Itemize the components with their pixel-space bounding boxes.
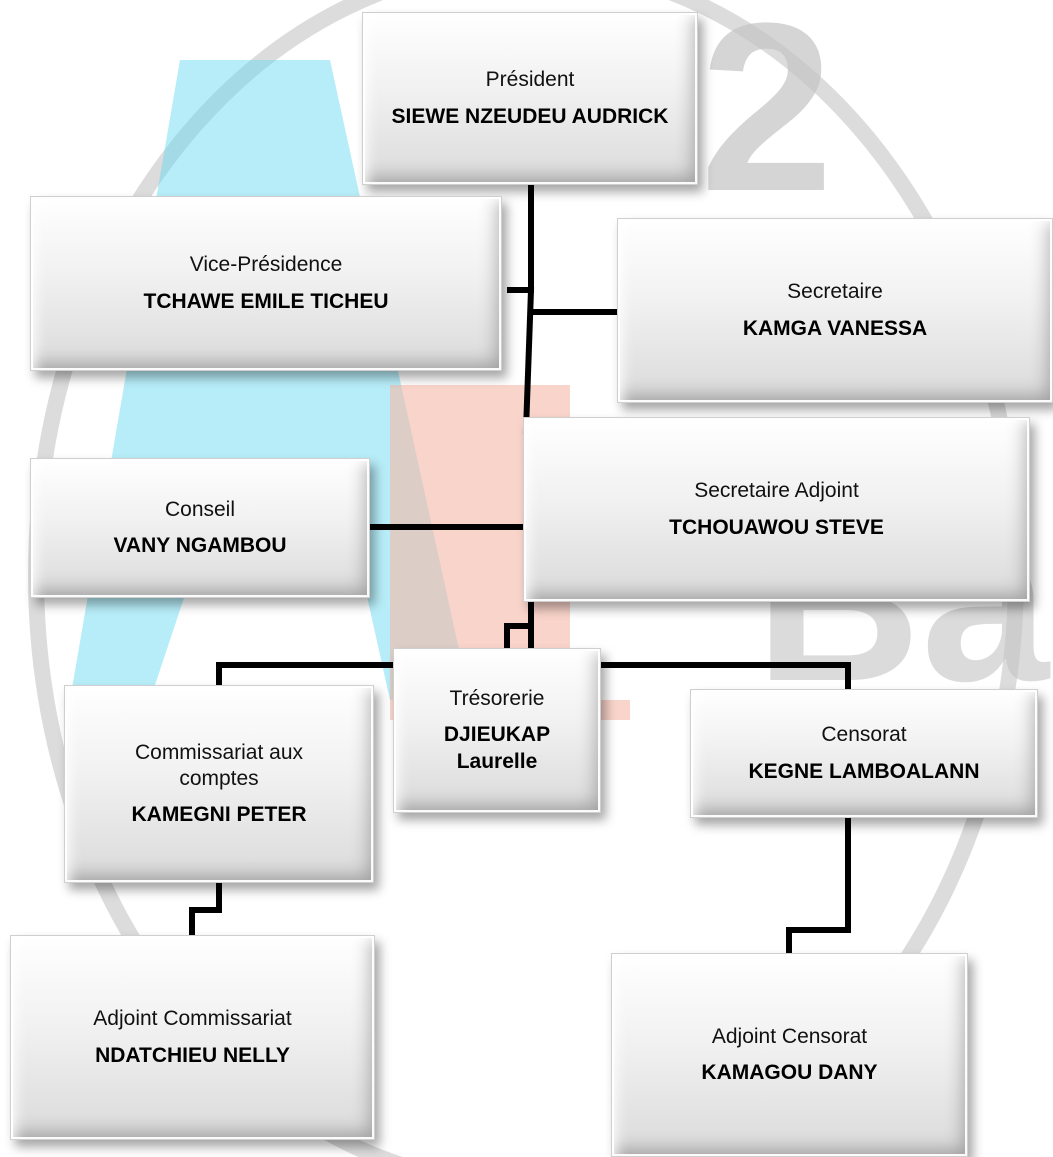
name-secretaire: KAMGA VANESSA (742, 316, 928, 340)
box-adjoint-commissariat: Adjoint Commissariat NDATCHIEU NELLY (10, 935, 375, 1140)
role-tresorerie: Trésorerie (449, 687, 545, 711)
name-tresorerie: DJIEUKAP Laurelle (443, 723, 551, 773)
name-conseil: VANY NGAMBOU (113, 534, 287, 557)
name-president: SIEWE NZEUDEU AUDRICK (391, 104, 669, 128)
connector-adj-comm (189, 880, 222, 938)
role-secretaire: Secretaire (787, 280, 883, 304)
box-vice-presidence: Vice-Présidence TCHAWE EMILE TICHEU (30, 196, 502, 371)
connector-adj-cens (786, 815, 851, 956)
name-commissariat: KAMEGNI PETER (131, 803, 307, 827)
name-vice-presidence: TCHAWE EMILE TICHEU (143, 289, 389, 313)
box-secretaire: Secretaire KAMGA VANESSA (617, 218, 1053, 403)
name-censorat: KEGNE LAMBOALANN (748, 759, 980, 783)
box-commissariat: Commissariat aux comptes KAMEGNI PETER (64, 685, 374, 883)
name-adjoint-commissariat: NDATCHIEU NELLY (95, 1043, 290, 1067)
role-president: Président (485, 68, 575, 92)
watermark-digit-2: 2 (700, 0, 833, 241)
box-conseil: Conseil VANY NGAMBOU (30, 458, 370, 598)
box-president: Président SIEWE NZEUDEU AUDRICK (362, 12, 698, 185)
role-vice-presidence: Vice-Présidence (189, 253, 343, 277)
role-adjoint-censorat: Adjoint Censorat (711, 1024, 868, 1048)
role-commissariat: Commissariat aux comptes (134, 740, 304, 790)
box-censorat: Censorat KEGNE LAMBOALANN (690, 689, 1038, 818)
name-adjoint-censorat: KAMAGOU DANY (701, 1061, 878, 1084)
role-censorat: Censorat (821, 723, 907, 747)
connector-trunk (522, 177, 535, 434)
role-conseil: Conseil (164, 497, 236, 521)
role-secretaire-adjoint: Secretaire Adjoint (694, 479, 859, 503)
box-adjoint-censorat: Adjoint Censorat KAMAGOU DANY (611, 953, 968, 1157)
name-secretaire-adjoint: TCHOUAWOU STEVE (669, 515, 884, 539)
box-tresorerie: Trésorerie DJIEUKAP Laurelle (393, 648, 601, 813)
box-secretaire-adjoint: Secretaire Adjoint TCHOUAWOU STEVE (523, 417, 1030, 602)
connector-secadj-down (504, 599, 534, 651)
role-adjoint-commissariat: Adjoint Commissariat (93, 1007, 292, 1031)
